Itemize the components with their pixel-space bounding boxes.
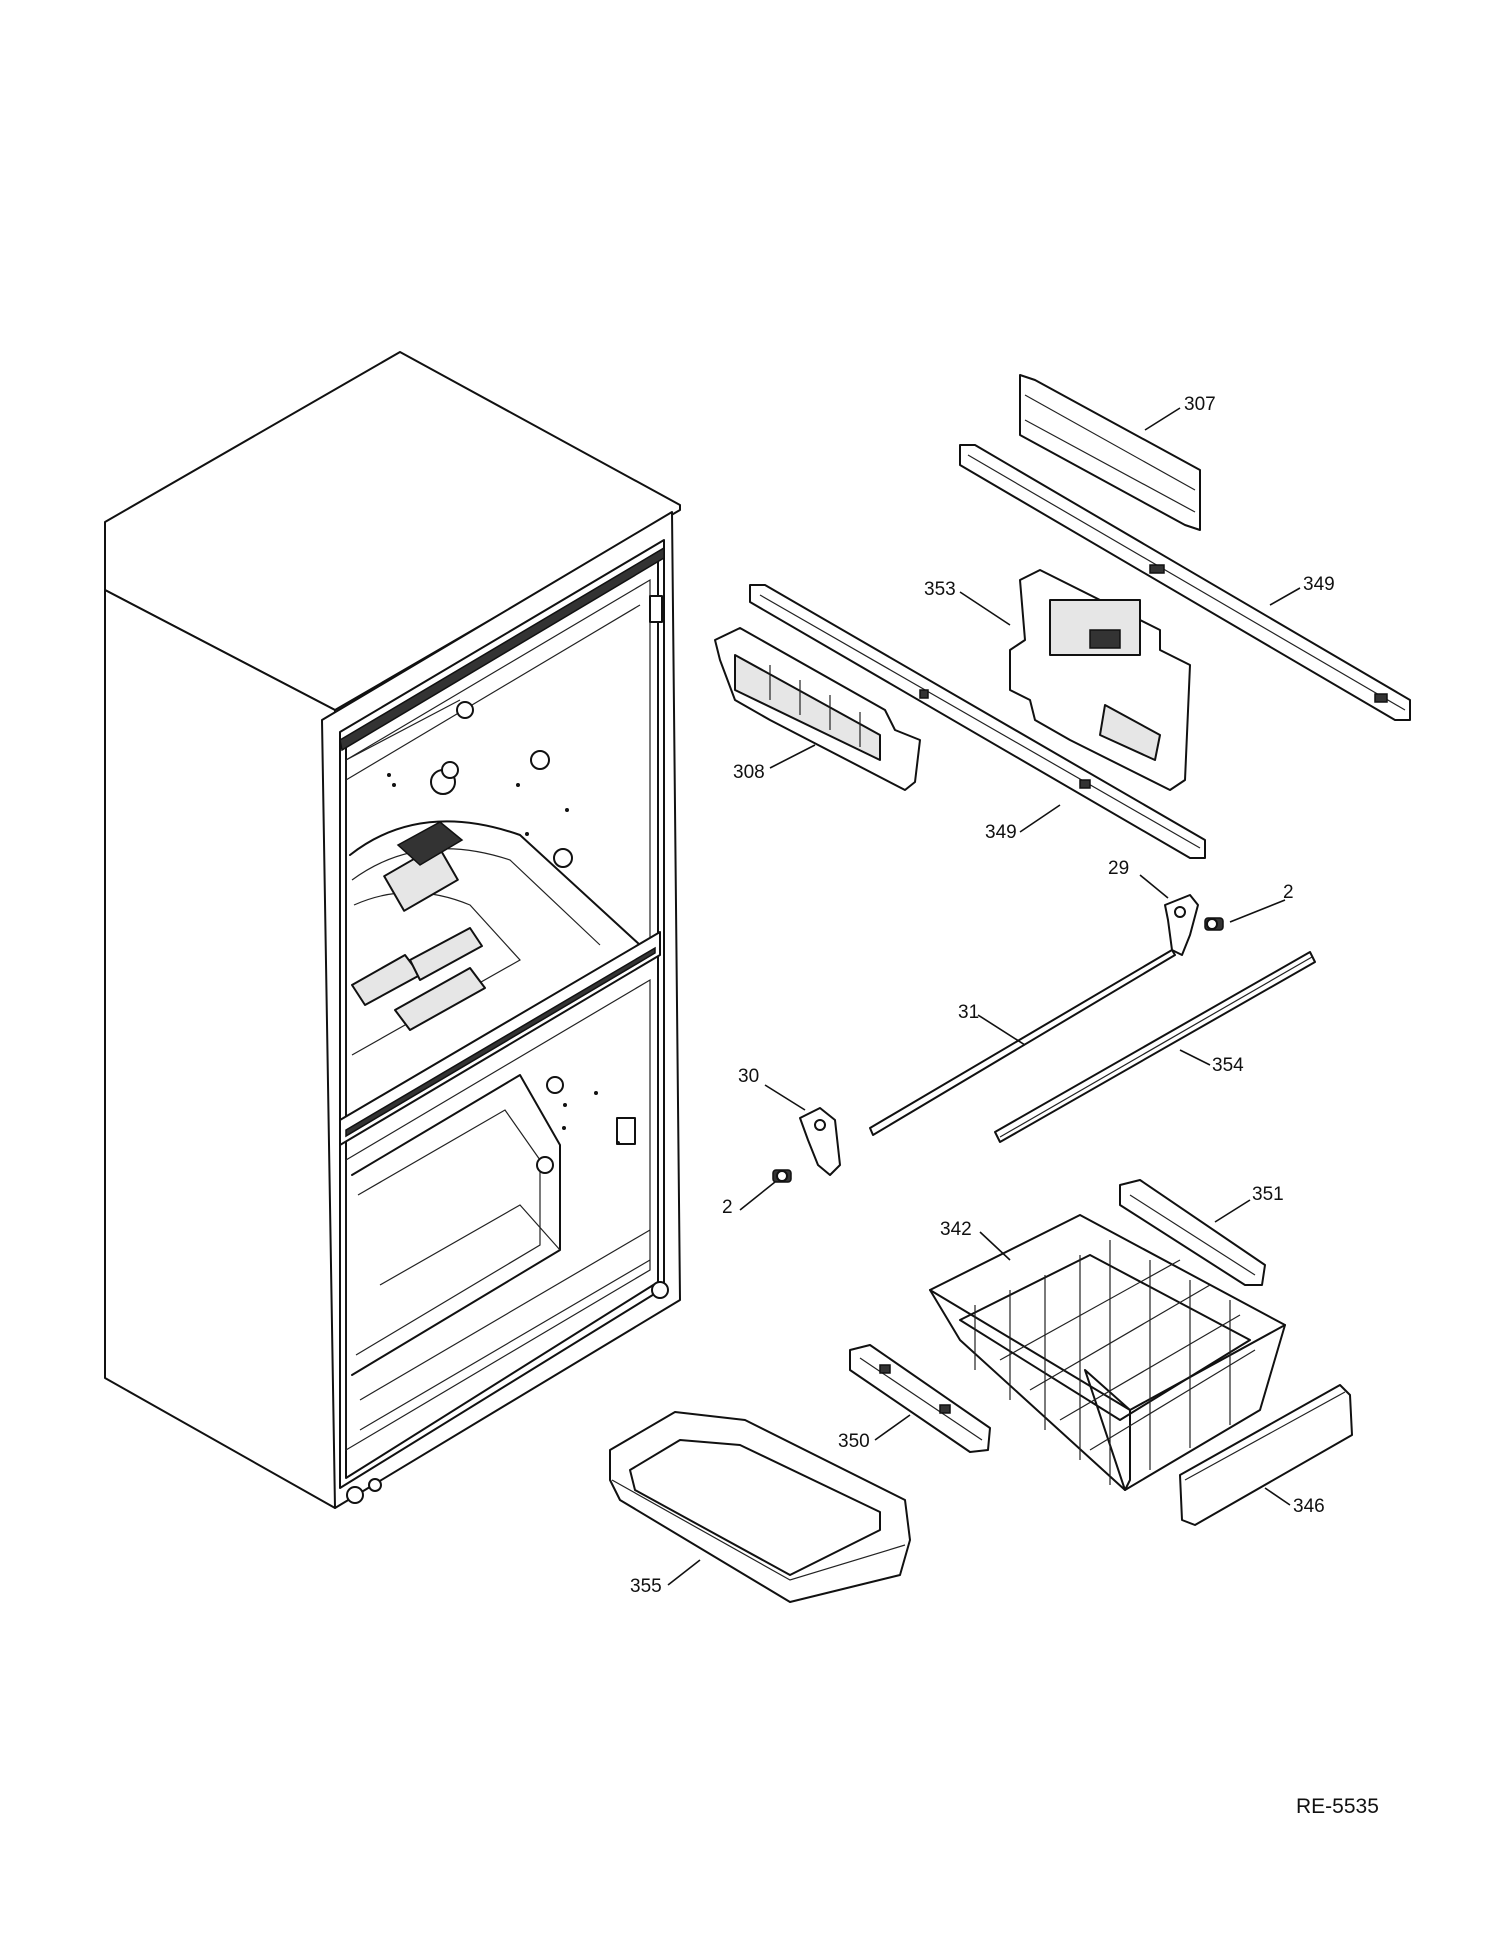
leader-lines bbox=[667, 407, 1301, 1586]
callout-349-upper: 349 bbox=[1303, 574, 1335, 595]
vent-grille bbox=[396, 821, 464, 866]
part-350-slide bbox=[849, 1344, 991, 1453]
part-2-screw-lower bbox=[772, 1169, 792, 1183]
part-342-wire-basket bbox=[929, 1214, 1286, 1491]
callout-355: 355 bbox=[630, 1576, 662, 1597]
part-29-bracket bbox=[1164, 894, 1199, 956]
callout-346: 346 bbox=[1293, 1496, 1325, 1517]
callout-353: 353 bbox=[924, 579, 956, 600]
part-30-bracket bbox=[799, 1107, 841, 1176]
callout-2-lower: 2 bbox=[722, 1197, 733, 1218]
part-353-rail-support bbox=[1009, 569, 1191, 791]
callout-31: 31 bbox=[958, 1002, 979, 1023]
callout-2-upper: 2 bbox=[1283, 882, 1294, 903]
part-349-lower-slide-rail bbox=[749, 584, 1206, 859]
callout-351: 351 bbox=[1252, 1184, 1284, 1205]
refrigerator-cabinet bbox=[104, 351, 681, 1509]
callout-354: 354 bbox=[1212, 1055, 1244, 1076]
callout-307: 307 bbox=[1184, 394, 1216, 415]
callout-350: 350 bbox=[838, 1431, 870, 1452]
part-308-rail-support bbox=[714, 627, 921, 791]
part-351-slide bbox=[1119, 1179, 1266, 1286]
callout-29: 29 bbox=[1108, 858, 1129, 879]
callout-30: 30 bbox=[738, 1066, 759, 1087]
reference-code: RE-5535 bbox=[1296, 1795, 1379, 1818]
callout-labels: 307 349 353 308 349 29 2 31 354 30 2 351… bbox=[630, 394, 1335, 1597]
callout-342: 342 bbox=[940, 1219, 972, 1240]
part-346-basket-front bbox=[1179, 1384, 1353, 1526]
part-354-rod bbox=[994, 951, 1316, 1143]
part-2-screw-upper bbox=[1204, 917, 1224, 931]
part-349-upper-slide-rail bbox=[959, 444, 1411, 721]
callout-308: 308 bbox=[733, 762, 765, 783]
part-355-drawer-pan bbox=[609, 1411, 911, 1603]
part-307-bracket bbox=[1019, 374, 1201, 531]
callout-349-lower: 349 bbox=[985, 822, 1017, 843]
